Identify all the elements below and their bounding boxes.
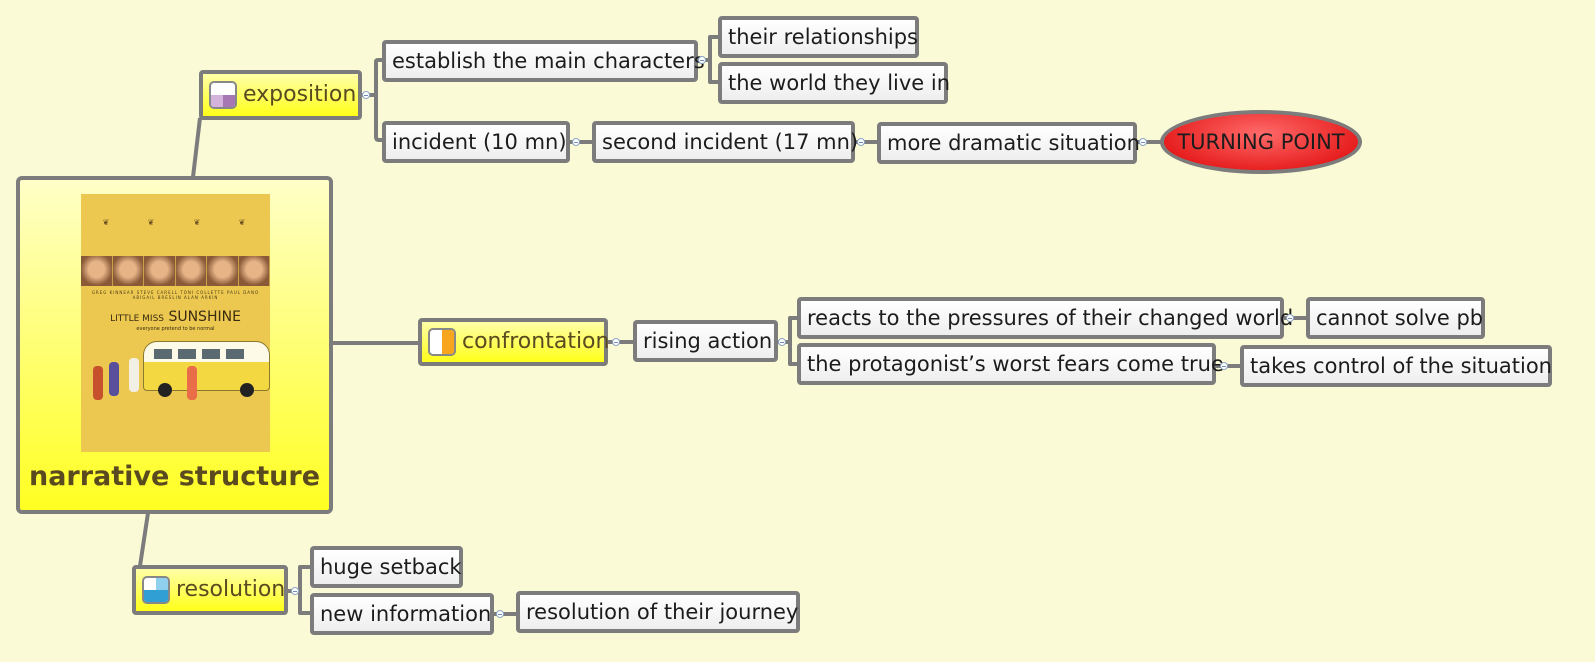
node-label: resolution of their journey — [526, 599, 799, 624]
poster-cast-names: GREG KINNEAR STEVE CARELL TONI COLLETTE … — [91, 290, 260, 300]
node-label: their relationships — [728, 24, 918, 49]
runner-figure — [93, 366, 103, 400]
collapse-toggle[interactable] — [857, 138, 865, 146]
node-label: rising action — [643, 328, 773, 353]
topic-confrontation[interactable]: confrontation — [418, 318, 610, 366]
van-illustration — [143, 341, 270, 397]
node-resolution-of-journey[interactable]: resolution of their journey — [516, 591, 800, 633]
half-progress-icon — [428, 328, 456, 356]
collapse-toggle[interactable] — [1220, 362, 1228, 370]
collapse-toggle[interactable] — [572, 138, 580, 146]
quarter-progress-icon — [209, 81, 237, 109]
poster-tagline: everyone pretend to be normal — [136, 326, 215, 332]
node-label: incident (10 mn) — [392, 129, 567, 154]
node-worst-fears[interactable]: the protagonist’s worst fears come true — [797, 343, 1224, 385]
node-takes-control[interactable]: takes control of the situation — [1240, 345, 1552, 387]
three-quarter-progress-icon — [142, 576, 170, 604]
node-new-information[interactable]: new information — [310, 593, 494, 635]
node-label: more dramatic situation — [887, 130, 1140, 155]
central-topic[interactable]: ❦ ❦ ❦ ❦ GREG KINNEAR STEVE CARELL TONI C… — [16, 176, 333, 514]
laurel-icon: ❦ — [147, 218, 155, 227]
poster-title: LITTLE MISS SUNSHINE — [110, 309, 241, 325]
node-their-relationships[interactable]: their relationships — [718, 16, 919, 58]
node-world-they-live-in[interactable]: the world they live in — [718, 62, 951, 104]
collapse-toggle[interactable] — [362, 91, 370, 99]
laurel-icon: ❦ — [238, 218, 246, 227]
node-huge-setback[interactable]: huge setback — [310, 546, 463, 588]
central-title: narrative structure — [28, 461, 321, 492]
node-incident[interactable]: incident (10 mn) — [382, 121, 570, 163]
cast-faces — [81, 256, 270, 286]
node-reacts-to-pressures[interactable]: reacts to the pressures of their changed… — [797, 297, 1293, 339]
node-label: new information — [320, 601, 492, 626]
node-label: takes control of the situation — [1250, 353, 1552, 378]
node-label: TURNING POINT — [1177, 130, 1345, 154]
node-label: establish the main characters — [392, 48, 705, 73]
collapse-toggle[interactable] — [291, 587, 299, 595]
runner-figure — [187, 366, 197, 400]
collapse-toggle[interactable] — [1286, 314, 1294, 322]
topic-label: confrontation — [462, 329, 610, 354]
topic-label: exposition — [243, 82, 357, 107]
runner-figure — [129, 358, 139, 392]
laurel-icon: ❦ — [193, 218, 201, 227]
collapse-toggle[interactable] — [612, 338, 620, 346]
node-turning-point[interactable]: TURNING POINT — [1160, 110, 1362, 174]
node-cannot-solve-pb[interactable]: cannot solve pb — [1306, 297, 1485, 339]
node-label: reacts to the pressures of their changed… — [807, 305, 1294, 330]
collapse-toggle[interactable] — [698, 56, 706, 64]
runner-figure — [109, 362, 119, 396]
node-label: huge setback — [320, 554, 462, 579]
node-more-dramatic-situation[interactable]: more dramatic situation — [877, 122, 1140, 164]
poster-credits — [89, 408, 262, 438]
topic-exposition[interactable]: exposition — [199, 70, 362, 120]
node-label: cannot solve pb — [1316, 305, 1484, 330]
node-rising-action[interactable]: rising action — [633, 320, 778, 362]
node-label: the world they live in — [728, 70, 951, 95]
laurel-icon: ❦ — [102, 218, 110, 227]
node-label: the protagonist’s worst fears come true — [807, 351, 1224, 376]
topic-resolution[interactable]: resolution — [132, 565, 288, 615]
movie-poster-image: ❦ ❦ ❦ ❦ GREG KINNEAR STEVE CARELL TONI C… — [81, 194, 270, 452]
node-establish-characters[interactable]: establish the main characters — [382, 40, 705, 82]
collapse-toggle[interactable] — [1139, 138, 1147, 146]
collapse-toggle[interactable] — [778, 338, 786, 346]
topic-label: resolution — [176, 577, 286, 602]
node-second-incident[interactable]: second incident (17 mn) — [592, 121, 859, 163]
collapse-toggle[interactable] — [496, 610, 504, 618]
node-label: second incident (17 mn) — [602, 129, 859, 154]
